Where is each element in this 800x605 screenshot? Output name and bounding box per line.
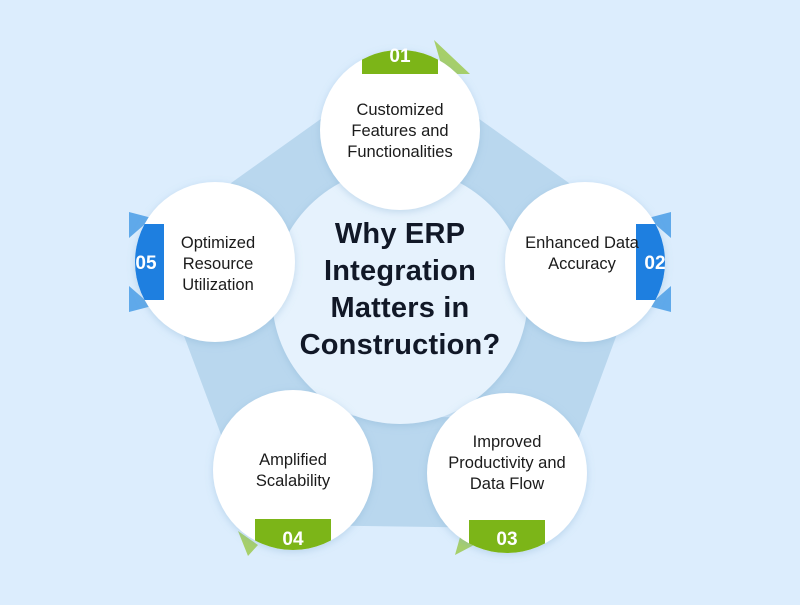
item-circle-3 (427, 393, 587, 553)
badge-number-5: 05 (135, 253, 157, 274)
green-tab-shade-4 (238, 531, 258, 556)
badge-number-4: 04 (282, 529, 304, 550)
item-label-2: Enhanced Data Accuracy (525, 234, 639, 273)
blue-tab-shade-5b (129, 286, 152, 312)
item-circle-1 (320, 50, 480, 210)
number-tab-3 (469, 520, 545, 553)
item-circle-2 (505, 182, 665, 342)
diagram-title: Why ERP Integration Matters in Construct… (299, 218, 501, 361)
green-tab-shade-3 (455, 530, 474, 555)
blue-tab-shade-2 (648, 212, 671, 238)
blue-tab-shade-5 (129, 212, 152, 238)
blue-tab-shade-2b (648, 286, 671, 312)
item-circle-5 (135, 182, 295, 342)
item-label-3: Improved Productivity and Data Flow (448, 433, 566, 493)
number-tab-4 (255, 519, 331, 550)
item-label-5: Optimized Resource Utilization (180, 234, 256, 294)
item-label-4: Amplified Scalability (255, 451, 331, 490)
center-circle (272, 168, 528, 424)
number-tab-2 (636, 224, 665, 300)
item-circle-4 (213, 390, 373, 550)
number-tab-5 (135, 224, 164, 300)
badge-number-2: 02 (644, 253, 665, 274)
badge-number-3: 03 (496, 529, 517, 550)
badge-number-1: 01 (389, 46, 411, 67)
item-label-1: Customized Features and Functionalities (347, 101, 453, 161)
